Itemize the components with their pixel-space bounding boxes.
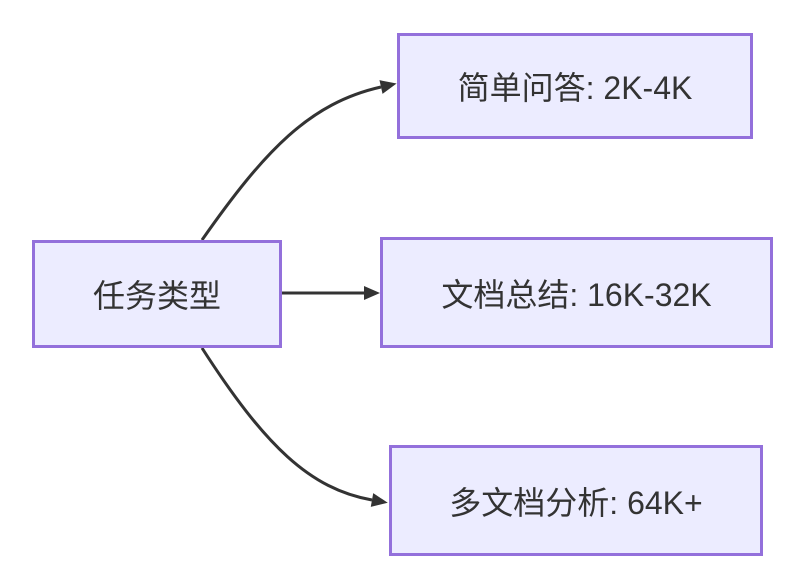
edge-root-to-multi-doc [200, 347, 388, 507]
edge-root-to-simple-qa [200, 80, 397, 241]
node-doc-summary: 文档总结: 16K-32K [380, 237, 773, 348]
node-task-type: 任务类型 [32, 240, 282, 348]
node-simple-qa-label: 简单问答: 2K-4K [457, 70, 693, 106]
node-multi-doc-label: 多文档分析: 64K+ [449, 484, 703, 521]
node-doc-summary-label: 文档总结: 16K-32K [441, 276, 712, 313]
node-multi-doc: 多文档分析: 64K+ [389, 445, 763, 556]
node-task-type-label: 任务类型 [92, 278, 221, 314]
node-simple-qa: 简单问答: 2K-4K [397, 33, 753, 139]
